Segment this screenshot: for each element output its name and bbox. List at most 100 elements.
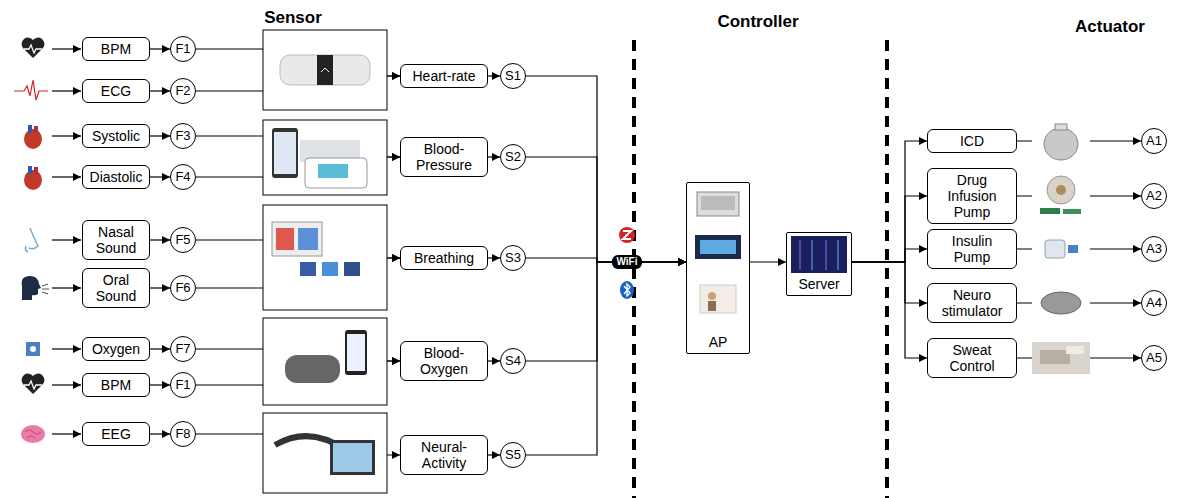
vital-sign-icon: [42, 289, 49, 290]
controller-device-image: [700, 240, 736, 254]
actuator-device-image: [1041, 292, 1081, 314]
connector-arrow: [150, 348, 170, 349]
controller-device-image: [826, 240, 827, 270]
node-text: S3: [505, 250, 521, 266]
input-arrow: [52, 48, 81, 49]
connector-arrow: [150, 135, 170, 136]
node-text: Drug Infusion Pump: [932, 172, 1012, 220]
vital-sign-icon: [25, 430, 41, 438]
node-text: A4: [1146, 295, 1162, 311]
sensor-box: Blood-Oxygen: [400, 341, 488, 381]
sensor-device-image: [344, 262, 360, 276]
controller-device-image: [838, 240, 839, 270]
vital-sign-icon: [26, 342, 40, 356]
protocol-logo: [620, 281, 634, 299]
connector-arrow: [526, 262, 686, 361]
node-text: ICD: [932, 133, 1012, 149]
section-heading: Actuator: [1075, 17, 1145, 37]
signal-box: EEG: [82, 422, 150, 446]
controller-device-image: [708, 292, 716, 300]
node-text: S1: [505, 68, 521, 84]
feature-circle: F1: [170, 36, 196, 62]
signal-box: BPM: [82, 373, 150, 397]
connector-arrow: [488, 454, 500, 455]
node-text: Blood-Oxygen: [405, 345, 483, 377]
sensor-device-image: [305, 158, 367, 188]
vital-sign-icon: [28, 125, 32, 133]
controller-device-image: [695, 235, 741, 259]
sensor-device-image: [272, 128, 298, 178]
section-divider: [885, 40, 889, 498]
connector-arrow: [150, 384, 170, 385]
sensor-circle: S2: [500, 144, 526, 170]
node-text: AP: [709, 334, 728, 350]
signal-box: Diastolic: [82, 165, 150, 189]
sensor-device-image: [317, 55, 333, 85]
node-text: EEG: [87, 426, 145, 442]
node-text: A1: [1146, 133, 1162, 149]
feature-circle: F7: [170, 336, 196, 362]
sensor-device-image: [263, 413, 387, 493]
actuator-device-image: [1055, 124, 1067, 130]
node-text: S4: [505, 353, 521, 369]
input-arrow: [52, 348, 81, 349]
actuator-device-image: [1032, 285, 1090, 321]
controller-device-image: [695, 192, 847, 313]
node-text: A5: [1146, 350, 1162, 366]
feature-circle: F5: [170, 227, 196, 253]
input-arrow: [52, 176, 81, 177]
connector-arrow: [852, 249, 927, 262]
actuator-box: Sweat Control: [927, 338, 1017, 378]
actuator-circle: A2: [1141, 183, 1167, 209]
sensor-circle: S5: [500, 442, 526, 468]
node-text: Blood-Pressure: [405, 141, 483, 173]
connector-arrow: [488, 360, 500, 361]
feature-circle: F8: [170, 421, 196, 447]
signal-box: Systolic: [82, 124, 150, 148]
vital-sign-icon: [21, 425, 45, 443]
node-text: F7: [175, 341, 190, 357]
node-text: Diastolic: [87, 169, 145, 185]
input-arrow: [52, 135, 81, 136]
actuator-box: Neuro stimulator: [927, 283, 1017, 323]
sensor-box: Neural-Activity: [400, 435, 488, 475]
sensor-box: Blood-Pressure: [400, 137, 488, 177]
node-text: F4: [175, 169, 190, 185]
input-arrow: [52, 384, 81, 385]
connector-arrow: [526, 76, 686, 262]
connector-arrow: [488, 75, 500, 76]
node-text: Systolic: [87, 128, 145, 144]
connector-arrow: [150, 48, 170, 49]
sensor-box: Breathing: [400, 246, 488, 270]
connector-arrow: [852, 196, 927, 262]
sensor-device-image: [274, 132, 296, 174]
node-text: A2: [1146, 188, 1162, 204]
input-arrow: [52, 239, 81, 240]
vital-sign-icon: [22, 374, 45, 394]
actuator-device-image: [1032, 172, 1090, 220]
connector-arrow: [150, 176, 170, 177]
node-text: F1: [175, 41, 190, 57]
actuator-device-image: [1040, 208, 1060, 214]
node-text: Insulin Pump: [932, 233, 1012, 265]
node-text: F1: [175, 377, 190, 393]
signal-box: Nasal Sound: [82, 220, 150, 260]
feature-circle: F2: [170, 78, 196, 104]
connector-arrow: [150, 287, 170, 288]
node-text: F6: [175, 280, 190, 296]
controller-device-image: [800, 240, 801, 270]
signal-box: Oral Sound: [82, 268, 150, 308]
actuator-device-image: [1040, 350, 1070, 364]
sensor-device-image: [263, 30, 387, 110]
node-text: F2: [175, 83, 190, 99]
section-heading: Controller: [717, 12, 798, 32]
sensor-device-image: [276, 228, 294, 250]
vital-sign-icon: [34, 126, 38, 133]
vital-sign-icon: [24, 170, 42, 190]
vital-sign-icon: [22, 276, 41, 300]
actuator-device-image: [1032, 120, 1090, 164]
node-text: F5: [175, 232, 190, 248]
node-text: Oxygen: [87, 341, 145, 357]
